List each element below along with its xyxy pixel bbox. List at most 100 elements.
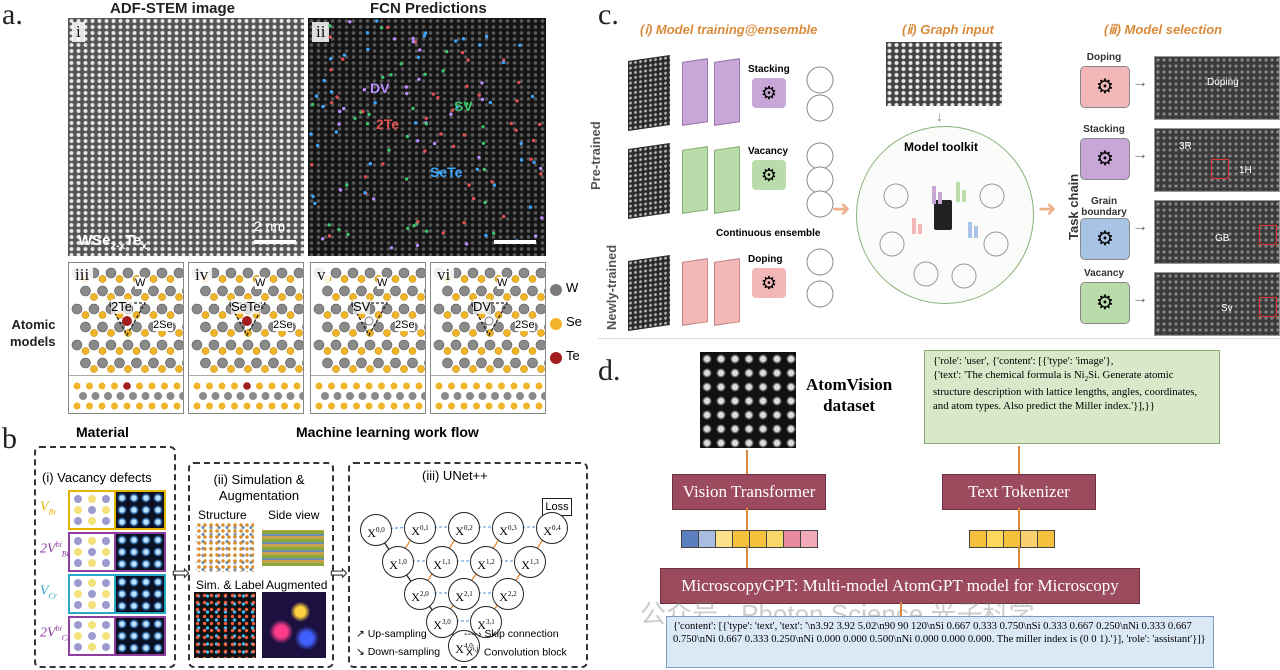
- task-chain-label: Task chain: [1066, 173, 1081, 240]
- vacancy-row-label: 2VbiBr: [40, 540, 70, 558]
- pretrained-image-2: [628, 143, 670, 219]
- atom-side-view: [311, 375, 425, 410]
- vac-pre: 2: [40, 625, 47, 641]
- down-sampling-label: Down-sampling: [367, 646, 441, 658]
- fcn-scale-bar: [494, 240, 536, 244]
- atom-panel-w: W: [497, 277, 508, 289]
- atom-panel-2se: 2Se: [273, 319, 293, 331]
- result-label: Sv: [1221, 303, 1233, 314]
- task-gear-icon: ⚙: [1080, 66, 1130, 108]
- arrow-vit-tokens: [746, 508, 748, 530]
- arrow-to-selection: ➜: [1038, 196, 1057, 221]
- formula-main: WSe: [78, 232, 111, 249]
- prediction-dots: [309, 19, 544, 250]
- highlight-box: [1259, 225, 1277, 245]
- vision-transformer-box: Vision Transformer: [672, 474, 826, 510]
- newly-image: [628, 255, 670, 331]
- selection-result-image: 3R 1H: [1154, 128, 1280, 192]
- material-title: Material: [76, 424, 129, 440]
- unet-node: X0,2: [448, 512, 480, 544]
- unet-node: X1,0: [382, 546, 414, 578]
- panel-c-border: [598, 338, 1280, 339]
- atom-panel-defect: 2Te: [111, 299, 132, 314]
- task-arrow-icon: →: [1132, 146, 1148, 163]
- arrow-tok-tokens: [1018, 508, 1020, 530]
- up-sampling-label: Up-sampling: [367, 628, 427, 640]
- text-tokenizer-box: Text Tokenizer: [942, 474, 1096, 510]
- subpanel-ii-label: ii: [312, 22, 330, 42]
- adf-stem-image: i 2 nm WSe2-xTex: [68, 18, 304, 256]
- vacancy-title: (i) Vacancy defects: [42, 470, 152, 485]
- arrow-2: ⇨: [330, 560, 349, 585]
- structure-label: Structure: [198, 508, 247, 522]
- unet-node: X1,3: [514, 546, 546, 578]
- atom-panel-2se: 2Se: [153, 319, 173, 331]
- vacancy-row-atoms: [68, 532, 116, 572]
- task-label: Vacancy: [1083, 268, 1125, 279]
- panel-d-label: d.: [598, 354, 621, 387]
- toolkit-items: [879, 182, 1009, 289]
- vit-token: [749, 530, 767, 548]
- vacancy-row-label: 2VbiCr: [40, 624, 70, 642]
- atom-panel-w: W: [255, 277, 266, 289]
- vac-sup: bi: [55, 624, 62, 633]
- arrow-tokens-gpt-1: [746, 546, 748, 568]
- result-label: 3R: [1179, 141, 1192, 152]
- result-label: 1H: [1239, 165, 1252, 176]
- vit-token-strip: [681, 530, 818, 548]
- task-label: Grain boundary: [1081, 196, 1127, 218]
- task-arrow-icon: →: [1132, 218, 1148, 235]
- up-sampling-legend: ↗ Up-sampling: [356, 628, 427, 640]
- atom-panel-w: W: [377, 277, 388, 289]
- legend-te-dot: [550, 352, 562, 364]
- unet-node: X3,0: [426, 606, 458, 638]
- material-box: [34, 446, 176, 668]
- task-gear-icon: ⚙: [1080, 218, 1130, 260]
- atom-side-view: [69, 375, 183, 410]
- unet-node: X0,3: [492, 512, 524, 544]
- selection-result-image: Doping: [1154, 56, 1280, 120]
- atom-panel-roman: iv: [191, 265, 213, 285]
- vac-sub: Br: [61, 549, 70, 559]
- unet-node: X0,1: [404, 512, 436, 544]
- highlight-box: [1259, 297, 1277, 317]
- doping-label: Doping: [748, 254, 783, 265]
- vacancy-model-1: [682, 146, 708, 214]
- vit-token: [698, 530, 716, 548]
- conv-label: Convolution block: [483, 646, 567, 659]
- skip-label: Skip connection: [484, 628, 559, 640]
- vac-sub: Br: [48, 507, 57, 517]
- task-gear-icon: ⚙: [1080, 138, 1130, 180]
- unet-box: [348, 462, 588, 668]
- doping-gear-icon: ⚙: [752, 268, 786, 298]
- task-arrow-icon: →: [1132, 290, 1148, 307]
- unet-node: X2,2: [492, 578, 524, 610]
- conv-symbol: X: [466, 646, 474, 659]
- vit-token: [800, 530, 818, 548]
- stacking-gear-icon: ⚙: [752, 78, 786, 108]
- task-arrow-icon: →: [1132, 74, 1148, 91]
- atom-panel-defect: SeTe: [231, 299, 261, 314]
- step3-title: (ⅲ) Model selection: [1104, 22, 1223, 37]
- atom-panel-defect: SV: [353, 299, 371, 314]
- legend-te-label: Te: [566, 348, 580, 363]
- panel-a-label: a.: [2, 0, 23, 31]
- atom-panel-defect: DV: [473, 299, 492, 314]
- result-label: GB: [1215, 233, 1230, 244]
- atom-lattice: [313, 267, 425, 373]
- adf-stem-title: ADF-STEM image: [110, 0, 236, 17]
- legend-se-label: Se: [566, 314, 582, 329]
- vacancy-row-label: VBr: [40, 498, 57, 517]
- simulation-box: [188, 462, 334, 668]
- prompt-text-b: {'text': 'The chemical formula is Ni: [933, 368, 1085, 381]
- vac-sub: Cr: [48, 591, 58, 601]
- vacancy-row-image: [114, 616, 166, 656]
- text-token: [1020, 530, 1038, 548]
- sim-label-label: Sim. & Label: [196, 578, 265, 592]
- arrow-to-toolkit: ➜: [832, 196, 851, 221]
- arrow-gpt-output: [900, 602, 902, 616]
- pretrained-label: Pre-trained: [588, 121, 603, 190]
